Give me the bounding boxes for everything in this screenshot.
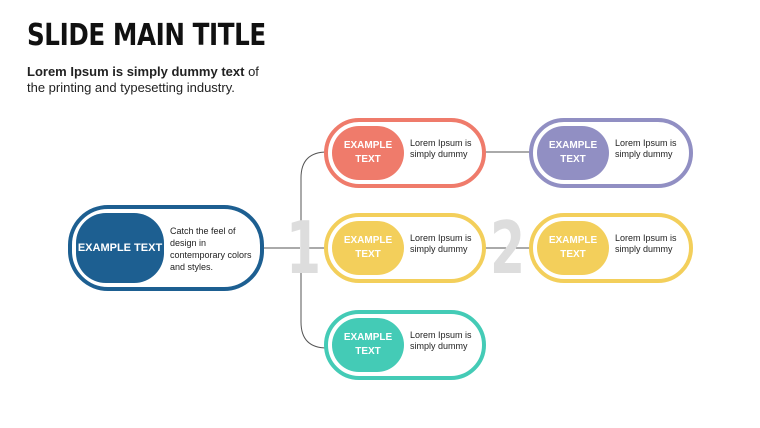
node-red: EXAMPLE TEXT Lorem Ipsum is simply dummy (324, 118, 486, 188)
node-yellow-right-label: EXAMPLE TEXT (537, 221, 609, 275)
slide-subtitle: Lorem Ipsum is simply dummy text of the … (27, 64, 277, 96)
node-purple-text: Lorem Ipsum is simply dummy (615, 138, 677, 159)
slide-title: SLIDE MAIN TITLE (27, 18, 266, 53)
node-yellow-center-label: EXAMPLE TEXT (332, 221, 404, 275)
node-red-text: Lorem Ipsum is simply dummy (410, 138, 472, 159)
node-purple-label: EXAMPLE TEXT (537, 126, 609, 180)
root-node-text: Catch the feel of design in contemporary… (170, 226, 252, 272)
node-teal: EXAMPLE TEXT Lorem Ipsum is simply dummy (324, 310, 486, 380)
node-teal-label: EXAMPLE TEXT (332, 318, 404, 372)
step-number-1: 1 (286, 206, 322, 290)
node-red-label: EXAMPLE TEXT (332, 126, 404, 180)
node-purple: EXAMPLE TEXT Lorem Ipsum is simply dummy (529, 118, 693, 188)
node-yellow-center-text: Lorem Ipsum is simply dummy (410, 233, 472, 254)
subtitle-rest: of the printing and typesetting industry… (27, 64, 259, 95)
root-node-label: EXAMPLE TEXT (76, 213, 164, 283)
node-yellow-right-text: Lorem Ipsum is simply dummy (615, 233, 677, 254)
node-yellow-center: EXAMPLE TEXT Lorem Ipsum is simply dummy (324, 213, 486, 283)
step-number-2: 2 (490, 206, 526, 290)
node-yellow-right: EXAMPLE TEXT Lorem Ipsum is simply dummy (529, 213, 693, 283)
root-node: EXAMPLE TEXT Catch the feel of design in… (68, 205, 264, 291)
node-teal-text: Lorem Ipsum is simply dummy (410, 330, 472, 351)
subtitle-bold: Lorem Ipsum is simply dummy text (27, 64, 245, 79)
